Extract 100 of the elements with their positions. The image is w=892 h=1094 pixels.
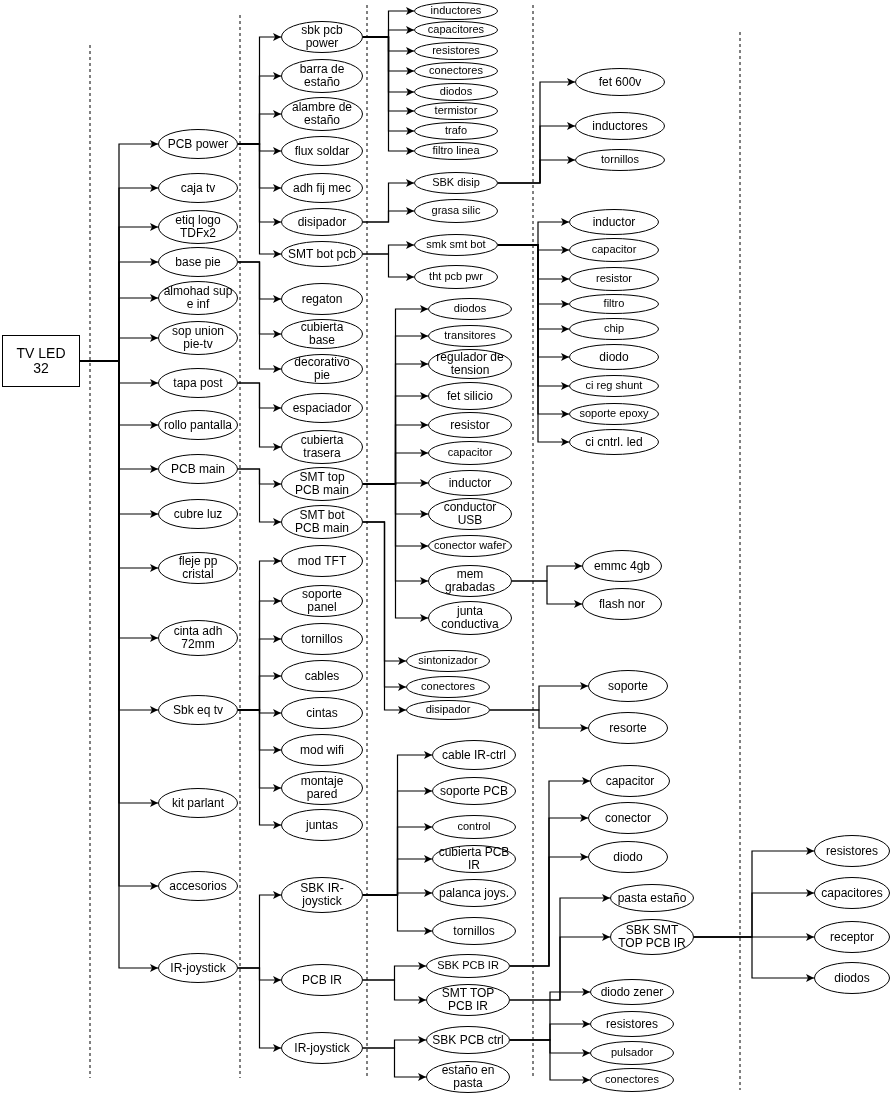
ellipse-node: soporte panel	[281, 585, 363, 617]
arrow	[237, 143, 282, 258]
ellipse-node: kit parlant	[158, 788, 238, 818]
ellipse-node: SBK IR-joystick	[281, 877, 363, 913]
arrow	[237, 261, 282, 373]
ellipse-node: alambre de estaño	[281, 97, 363, 131]
ellipse-node: decorativo pie	[281, 354, 363, 384]
process-box: TV LED 32	[2, 335, 80, 387]
ellipse-node: soporte	[588, 670, 668, 702]
ellipse-node: diodo	[588, 841, 668, 873]
ellipse-node: barra de estaño	[281, 59, 363, 93]
ellipse-node: cables	[281, 660, 363, 692]
ellipse-node: disipador	[406, 700, 490, 720]
arrow	[362, 1047, 427, 1081]
ellipse-node: tornillos	[575, 149, 665, 171]
arrow	[237, 382, 282, 451]
ellipse-node: inductor	[569, 209, 659, 235]
ellipse-node: inductores	[575, 112, 665, 140]
ellipse-node: Sbk eq tv	[158, 695, 238, 725]
ellipse-node: soporte PCB	[432, 777, 516, 805]
ellipse-node: SMT top PCB main	[281, 467, 363, 501]
ellipse-node: diodo	[569, 344, 659, 370]
ellipse-node: mod TFT	[281, 545, 363, 577]
ellipse-node: fet silicio	[428, 382, 512, 410]
ellipse-node: PCB IR	[281, 964, 363, 996]
arrow	[509, 933, 611, 1001]
ellipse-node: resistores	[814, 835, 890, 867]
ellipse-node: cable IR-ctrl	[432, 740, 516, 770]
ellipse-node: accesorios	[158, 871, 238, 901]
ellipse-node: grasa silic	[414, 199, 498, 223]
ellipse-node: capacitor	[569, 238, 659, 262]
arrow	[362, 483, 429, 622]
ellipse-node: SMT TOP PCB IR	[426, 984, 510, 1016]
ellipse-node: flux soldar	[281, 136, 363, 166]
arrow	[362, 36, 415, 155]
ellipse-node: juntas	[281, 809, 363, 841]
ellipse-node: SBK PCB IR	[426, 954, 510, 978]
ellipse-node: tornillos	[281, 623, 363, 655]
arrow	[237, 967, 282, 1052]
arrow	[509, 853, 589, 967]
ellipse-node: espaciador	[281, 393, 363, 423]
ellipse-node: etiq logo TDFx2	[158, 210, 238, 244]
arrow	[237, 468, 282, 526]
ellipse-node: conectores	[406, 676, 490, 698]
ellipse-node: disipador	[281, 208, 363, 236]
ellipse-node: flash nor	[582, 588, 662, 620]
ellipse-node: resistor	[569, 267, 659, 291]
ellipse-node: receptor	[814, 921, 890, 953]
ellipse-node: diodos	[414, 83, 498, 101]
ellipse-node: rollo pantalla	[158, 410, 238, 440]
ellipse-node: caja tv	[158, 173, 238, 203]
ellipse-node: diodos	[428, 298, 512, 320]
arrow	[362, 979, 427, 1004]
ellipse-node: ci cntrl. led	[569, 429, 659, 455]
ellipse-node: resistores	[590, 1011, 674, 1037]
ellipse-node: soporte epoxy	[569, 403, 659, 425]
ellipse-node: chip	[569, 318, 659, 340]
ellipse-node: junta conductiva	[428, 601, 512, 635]
ellipse-node: conectores	[590, 1068, 674, 1092]
ellipse-node: PCB main	[158, 454, 238, 484]
ellipse-node: regulador de tension	[428, 349, 512, 379]
ellipse-node: resorte	[588, 712, 668, 744]
ellipse-node: fleje pp cristal	[158, 552, 238, 584]
ellipse-node: almohad sup e inf	[158, 281, 238, 315]
ellipse-node: SBK SMT TOP PCB IR	[610, 919, 694, 955]
ellipse-node: conector wafer	[428, 535, 512, 557]
ellipse-node: tapa post	[158, 368, 238, 398]
ellipse-node: trafo	[414, 122, 498, 140]
ellipse-node: cubierta base	[281, 319, 363, 349]
ellipse-node: cubierta trasera	[281, 430, 363, 464]
ellipse-node: cubre luz	[158, 499, 238, 529]
ellipse-node: conectores	[414, 62, 498, 80]
ellipse-node: cinta adh 72mm	[158, 620, 238, 656]
ellipse-node: cintas	[281, 697, 363, 729]
ellipse-node: mem grabadas	[428, 565, 512, 597]
ellipse-node: SBK PCB ctrl	[426, 1026, 510, 1054]
ellipse-node: adh fij mec	[281, 173, 363, 203]
arrow	[362, 894, 433, 935]
ellipse-node: filtro linea	[414, 142, 498, 160]
ellipse-node: sbk pcb power	[281, 21, 363, 53]
ellipse-node: capacitores	[814, 877, 890, 909]
ellipse-node: capacitor	[428, 441, 512, 465]
ellipse-node: IR-joystick	[281, 1032, 363, 1064]
ellipse-node: regaton	[281, 283, 363, 315]
ellipse-node: capacitor	[590, 765, 670, 797]
ellipse-node: inductores	[414, 2, 498, 20]
arrow	[509, 1039, 591, 1084]
ellipse-node: capacitores	[414, 21, 498, 39]
ellipse-node: tornillos	[432, 917, 516, 945]
arrow	[693, 936, 815, 982]
ellipse-node: filtro	[569, 294, 659, 314]
ellipse-node: base pie	[158, 247, 238, 277]
ellipse-node: diodo zener	[590, 979, 674, 1005]
ellipse-node: montaje pared	[281, 771, 363, 805]
ellipse-node: transitores	[428, 325, 512, 347]
ellipse-node: mod wifi	[281, 734, 363, 766]
ellipse-node: SMT bot pcb	[281, 241, 363, 267]
arrow	[489, 709, 589, 732]
ellipse-node: SBK disip	[414, 172, 498, 194]
ellipse-node: fet 600v	[575, 68, 665, 96]
